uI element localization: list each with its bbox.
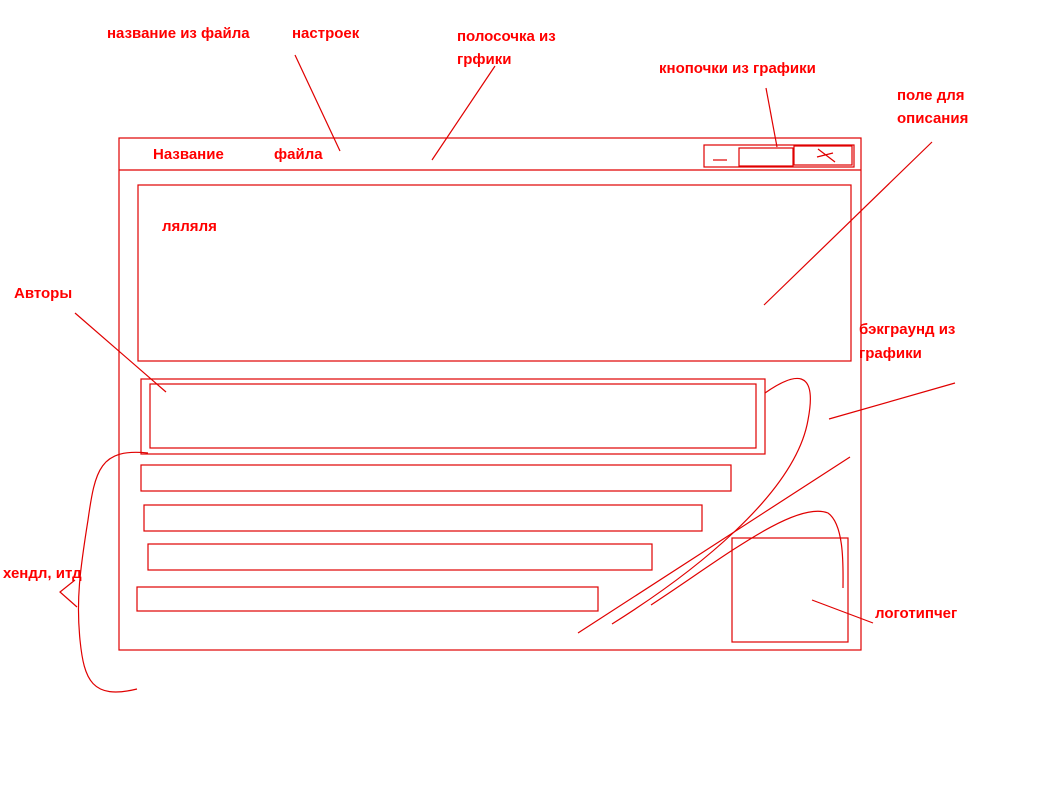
handle-bar-2[interactable]: [143, 504, 703, 532]
handle-bar-1[interactable]: [140, 464, 732, 492]
annotation-authors: Авторы: [14, 285, 72, 302]
window-title-word-1: Название: [153, 146, 224, 163]
annotation-description-1: поле для: [897, 87, 965, 104]
window-title-word-2: файла: [274, 146, 323, 163]
close-icon: [816, 148, 836, 163]
annotation-settings: настроек: [292, 25, 360, 42]
window-buttons: [703, 144, 855, 168]
window-frame: [118, 137, 862, 651]
annotation-description-2: описания: [897, 110, 968, 127]
annotation-handle: хендл, итд: [3, 565, 82, 582]
maximize-button[interactable]: [738, 147, 794, 167]
annotation-background-1: бэкграунд из: [859, 321, 955, 338]
handle-bar-3[interactable]: [147, 543, 653, 571]
description-field: [137, 184, 852, 362]
annotation-stripe-1: полосочка из: [457, 28, 556, 45]
logo-box: [731, 537, 849, 643]
annotation-background-2: графики: [859, 345, 922, 362]
close-button-frame: [793, 145, 853, 166]
handle-brace: [59, 451, 149, 693]
close-button[interactable]: [793, 145, 853, 166]
authors-box-inner: [149, 383, 757, 449]
authors-box-outer: [140, 378, 766, 455]
handle-bar-4[interactable]: [136, 586, 599, 612]
window-buttons-group: [703, 144, 855, 168]
annotation-title-from-file: название из файла: [107, 25, 250, 42]
annotation-stripe-2: грфики: [457, 51, 512, 68]
annotation-buttons: кнопочки из графики: [659, 60, 816, 77]
annotation-logo: логотипчег: [875, 605, 957, 622]
leader-lines: [74, 54, 956, 634]
description-text: ляляля: [162, 218, 217, 235]
